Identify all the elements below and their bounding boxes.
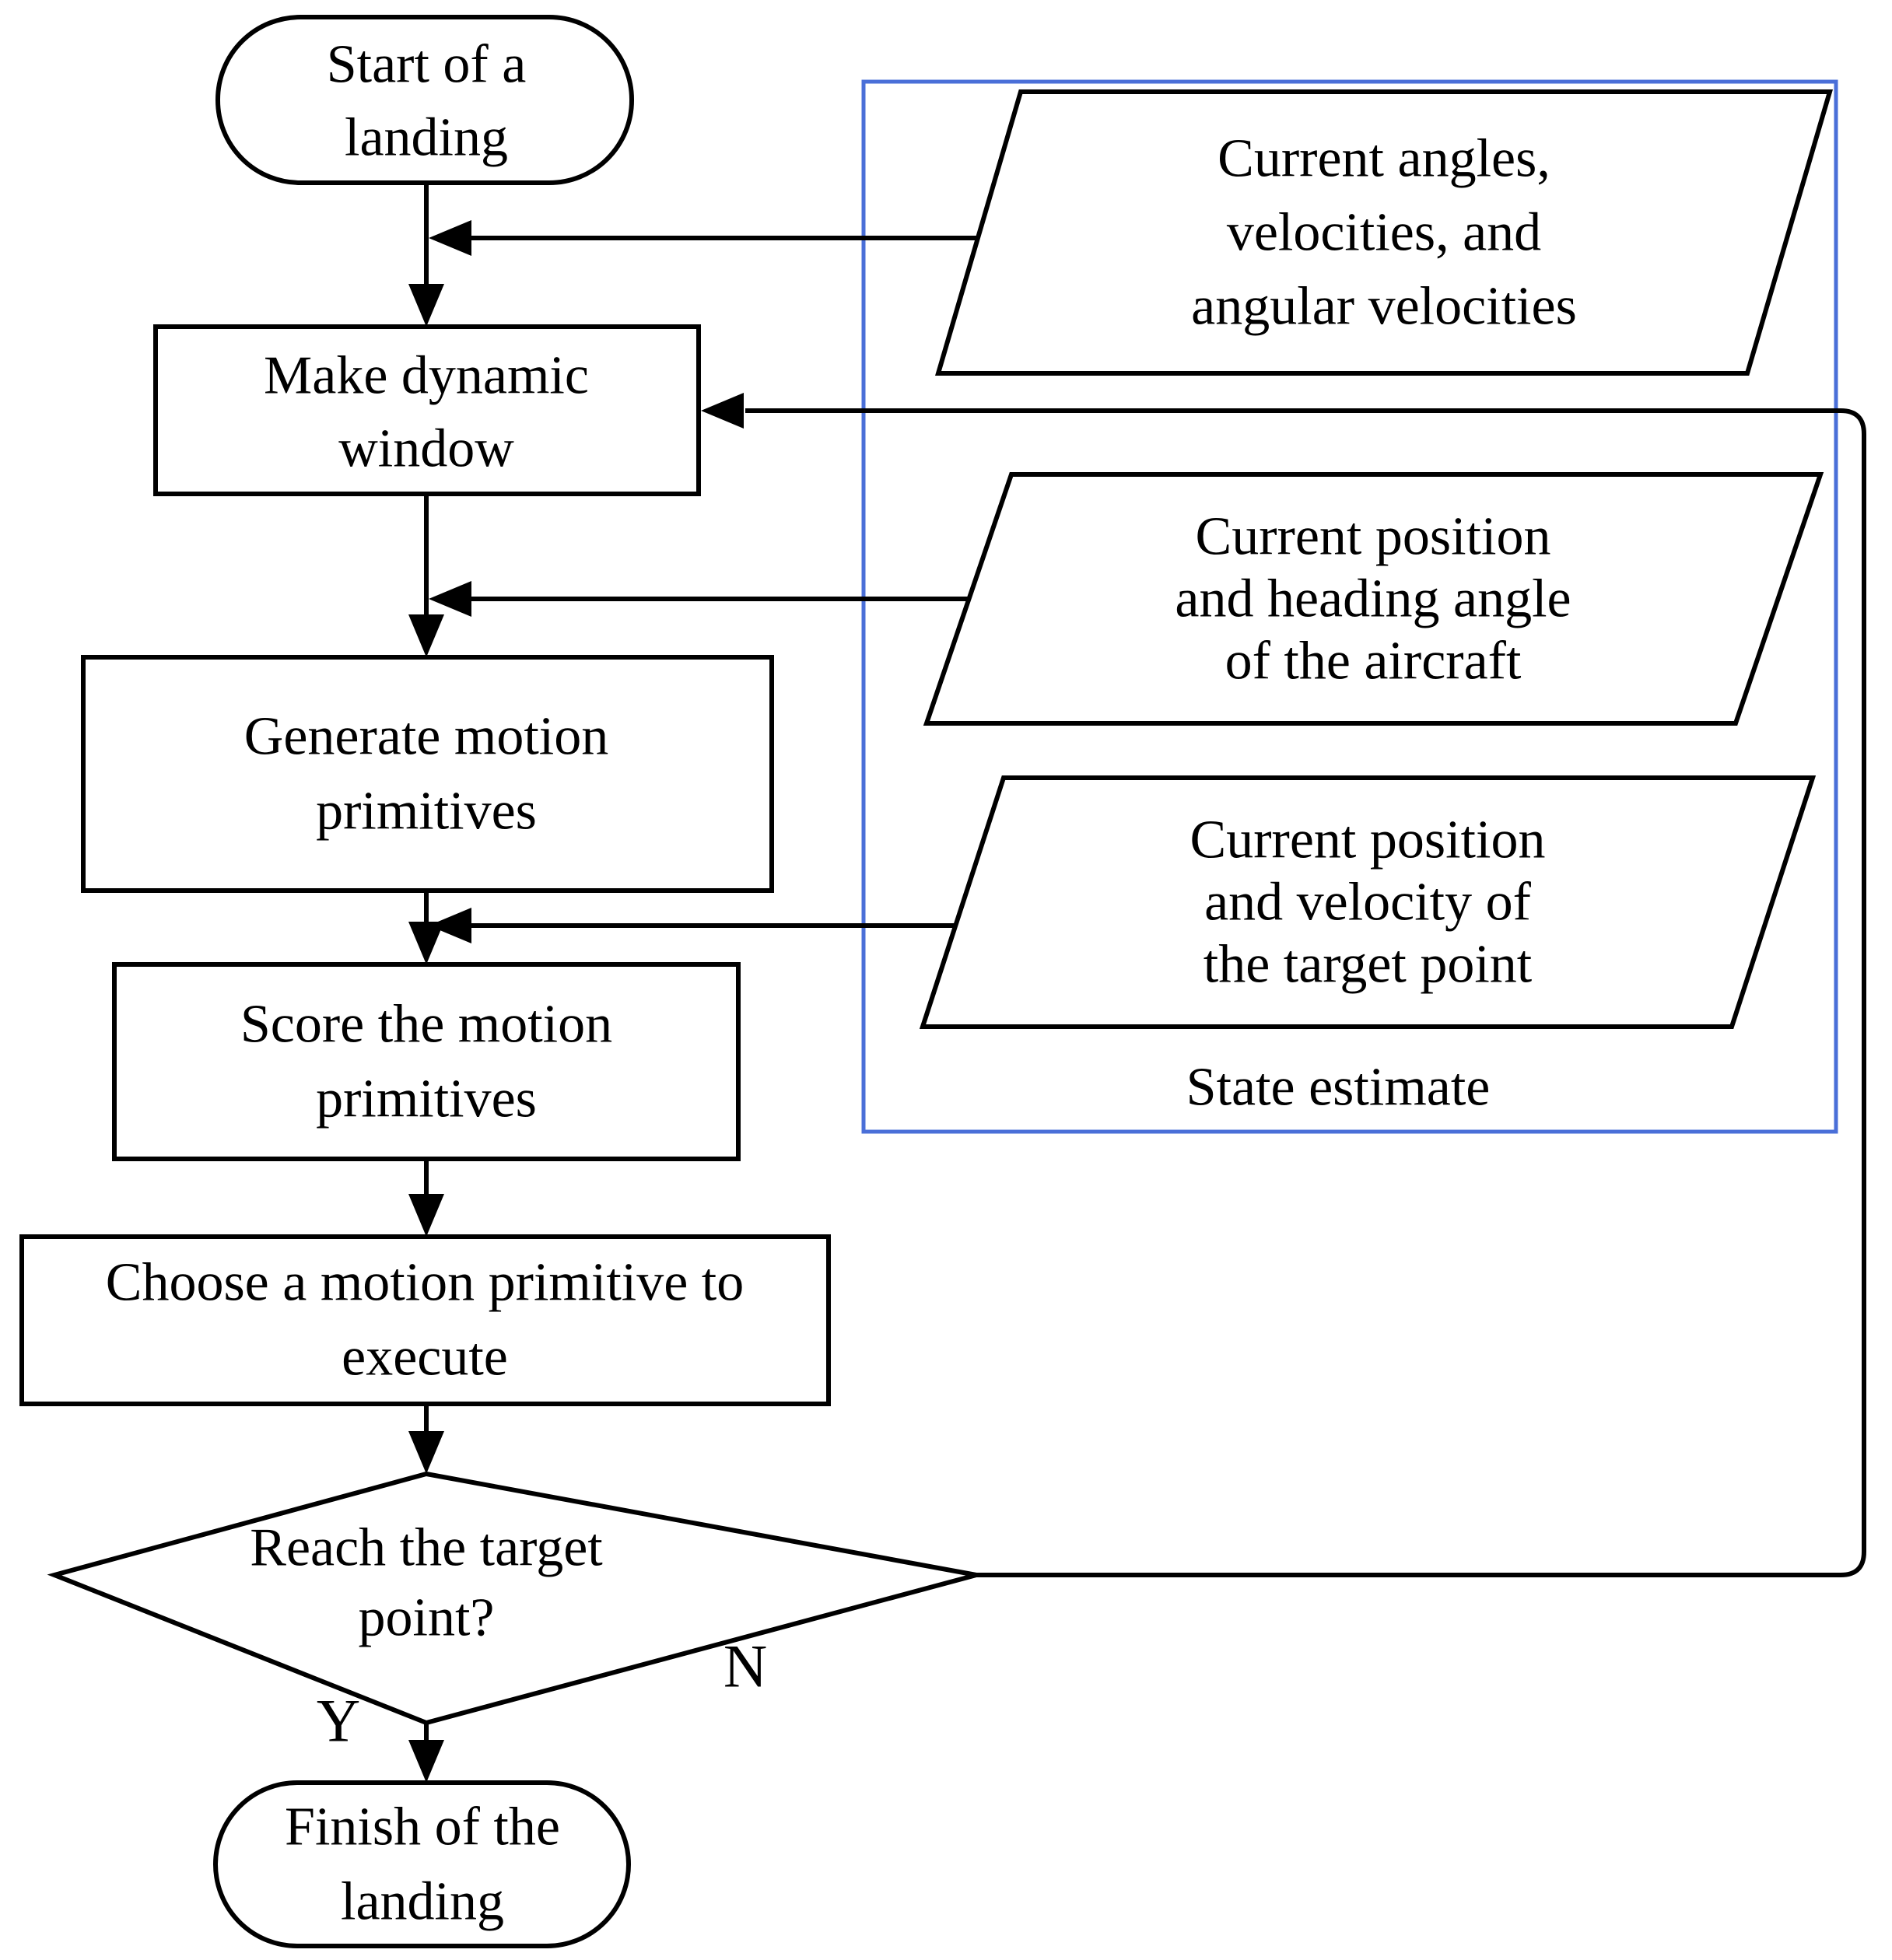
input-angles-velocities xyxy=(934,89,1834,376)
state-estimate-group-box xyxy=(861,79,1838,1134)
label-branch-yes: Y xyxy=(317,1687,360,1755)
arrowhead-into-generate-icon xyxy=(408,614,444,657)
input-target-label-line1: Current position xyxy=(1190,810,1546,870)
label-state-estimate: State estimate xyxy=(1186,1058,1491,1118)
node-choose-label-line2: execute xyxy=(342,1328,508,1388)
node-generate-label-line2: primitives xyxy=(316,782,537,842)
node-score-label-line1: Score the motion xyxy=(240,995,612,1055)
input-target-label-line3: the target point xyxy=(1204,935,1533,995)
edge-loop-no-branch xyxy=(745,408,1866,1577)
arrowhead-into-score-icon xyxy=(408,922,444,964)
node-make-dynamic-window xyxy=(153,324,701,496)
node-generate-motion-primitives xyxy=(81,655,774,893)
node-reach-target-decision xyxy=(47,1471,977,1726)
arrowhead-input-angles-icon xyxy=(429,220,471,256)
input-position-heading-label-line2: and heading angle xyxy=(1175,569,1571,629)
arrowhead-input-position-heading-icon xyxy=(429,581,471,617)
arrowhead-into-make-window-icon xyxy=(408,284,444,327)
input-angles-label-line3: angular velocities xyxy=(1191,277,1577,337)
node-decision-label-line2: point? xyxy=(359,1588,495,1648)
input-target-label-line2: and velocity of xyxy=(1204,873,1532,933)
node-score-label-line2: primitives xyxy=(316,1069,537,1129)
input-position-heading-label-line3: of the aircraft xyxy=(1225,632,1522,691)
node-finish-label-line1: Finish of the xyxy=(285,1797,560,1857)
arrowhead-into-finish-icon xyxy=(408,1740,444,1783)
input-position-heading xyxy=(923,472,1824,726)
node-start-label-line2: landing xyxy=(345,108,508,168)
node-start-label-line1: Start of a xyxy=(327,35,527,95)
loop-arrowhead-icon xyxy=(701,393,744,429)
node-generate-label-line1: Generate motion xyxy=(244,707,608,767)
node-start xyxy=(215,15,634,185)
node-make-dynamic-window-label-line1: Make dynamic xyxy=(264,346,589,406)
node-make-dynamic-window-label-line2: window xyxy=(338,419,514,479)
node-decision-label-line1: Reach the target xyxy=(250,1518,603,1578)
arrowhead-into-choose-icon xyxy=(408,1194,444,1237)
input-position-heading-label-line1: Current position xyxy=(1196,507,1551,567)
node-finish xyxy=(213,1780,631,1948)
node-choose-motion-primitive xyxy=(19,1234,831,1406)
input-target-position-velocity xyxy=(919,775,1817,1029)
input-angles-label-line1: Current angles, xyxy=(1218,129,1550,189)
arrowhead-into-decision-icon xyxy=(408,1431,444,1474)
node-score-motion-primitives xyxy=(112,962,741,1161)
arrowhead-input-target-icon xyxy=(429,908,471,943)
node-finish-label-line2: landing xyxy=(341,1872,504,1932)
node-choose-label-line1: Choose a motion primitive to xyxy=(106,1253,744,1313)
label-branch-no: N xyxy=(724,1633,767,1700)
input-angles-label-line2: velocities, and xyxy=(1227,203,1541,263)
